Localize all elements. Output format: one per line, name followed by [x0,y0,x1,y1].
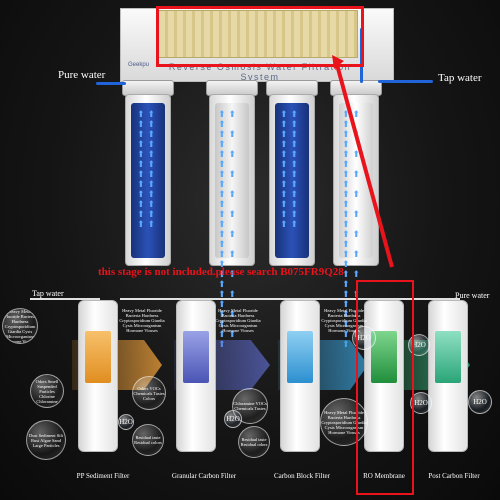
stage-name: Post Carbon Filter [428,472,480,480]
flow-arrows: ⬆ ⬆ ⬆⬆ ⬆ ⬆⬆ ⬆ ⬆⬆ ⬆ ⬆⬆ ⬆ ⬆⬆ ⬆ ⬆⬆ ⬆ ⬆⬆ ⬆ ⬆… [342,110,360,350]
bottom-pure-water-label: Pure water [455,291,490,300]
h2o-bubble: H2O [118,414,134,430]
top-filtration-unit: Reverse Osmosis Water Filtration System … [58,6,482,350]
cartridge-ro-membrane [364,300,404,452]
system-label: Reverse Osmosis Water Filtration System [168,62,352,82]
notice-text: this stage is not included.please search… [98,266,344,278]
highlight-box [156,6,364,67]
contaminant-bubble: Odors VOCs Chemicals Tastes Colors [132,376,166,410]
cartridge-post-carbon [428,300,468,452]
stage-name: PP Sediment Filter [76,472,130,480]
contaminant-list: Heavy Metal Fluoride Bacteria Hardness C… [321,308,367,333]
contaminant-bubble: Residual taste Residual colors [132,424,164,456]
contaminant-list: Heavy Metal Fluoride Bacteria Hardness C… [215,308,261,333]
tap-water-label: Tap water [438,72,482,84]
tap-water-pipe [378,80,433,83]
filter-core [131,103,165,258]
stage-name: Carbon Block Filter [274,472,330,480]
contaminant-bubble: Odors Smell Suspended Particles Chlorine… [30,374,64,408]
ro-membrane-highlight [356,280,414,495]
bottom-tap-water-label: Tap water [32,289,64,298]
cartridge-label [85,331,111,383]
pure-water-pipe [96,82,126,85]
contaminant-bubble: Dust Sediment Silt Rust Algae Sand Large… [26,420,66,460]
flow-arrows: ⬆ ⬆⬆ ⬆⬆ ⬆⬆ ⬆⬆ ⬆⬆ ⬆⬆ ⬆⬆ ⬆⬆ ⬆⬆ ⬆⬆ ⬆⬆ ⬆ [280,110,298,230]
contaminant-list: Heavy Metal Fluoride Bacteria Hardness C… [119,308,165,333]
cartridge-carbon-block [280,300,320,452]
connecting-line [120,298,460,300]
flow-arrows: ⬆ ⬆ ⬆⬆ ⬆ ⬆⬆ ⬆ ⬆⬆ ⬆ ⬆⬆ ⬆ ⬆⬆ ⬆ ⬆⬆ ⬆ ⬆⬆ ⬆ ⬆… [218,110,236,350]
filter-core [215,103,249,258]
cartridge-pp-sediment [78,300,118,452]
filter-housing-1 [125,94,171,266]
stage-name: RO Membrane [363,472,405,480]
ro-membrane-housing [158,10,358,58]
cartridge-label [183,331,209,383]
red-pointer-line [332,55,394,268]
cartridge-label [287,331,313,383]
brand-text: Geekpu [128,62,150,68]
filter-housing-3 [269,94,315,266]
h2o-bubble: H2O [410,392,432,414]
contaminant-bubble: Residual taste Residual odors [238,426,270,458]
filter-core [275,103,309,258]
filter-housing-2 [209,94,255,266]
filter-housing-4 [333,94,379,266]
h2o-bubble: H2O [224,410,242,428]
tap-water-line [30,298,100,300]
pure-water-label: Pure water [58,69,106,81]
cartridge-label [435,331,461,383]
h2o-bubble: H2O [468,390,492,414]
cartridge-granular-carbon [176,300,216,452]
contaminant-bubble: Heavy Metal Fluoride Bacteria Hardness C… [2,308,38,344]
stage-name: Granular Carbon Filter [171,472,237,480]
contaminant-bubble: Heavy Metal Fluoride Bacteria Hardness C… [320,398,368,446]
flow-arrows: ⬆ ⬆⬆ ⬆⬆ ⬆⬆ ⬆⬆ ⬆⬆ ⬆⬆ ⬆⬆ ⬆⬆ ⬆⬆ ⬆⬆ ⬆⬆ ⬆ [137,110,155,230]
